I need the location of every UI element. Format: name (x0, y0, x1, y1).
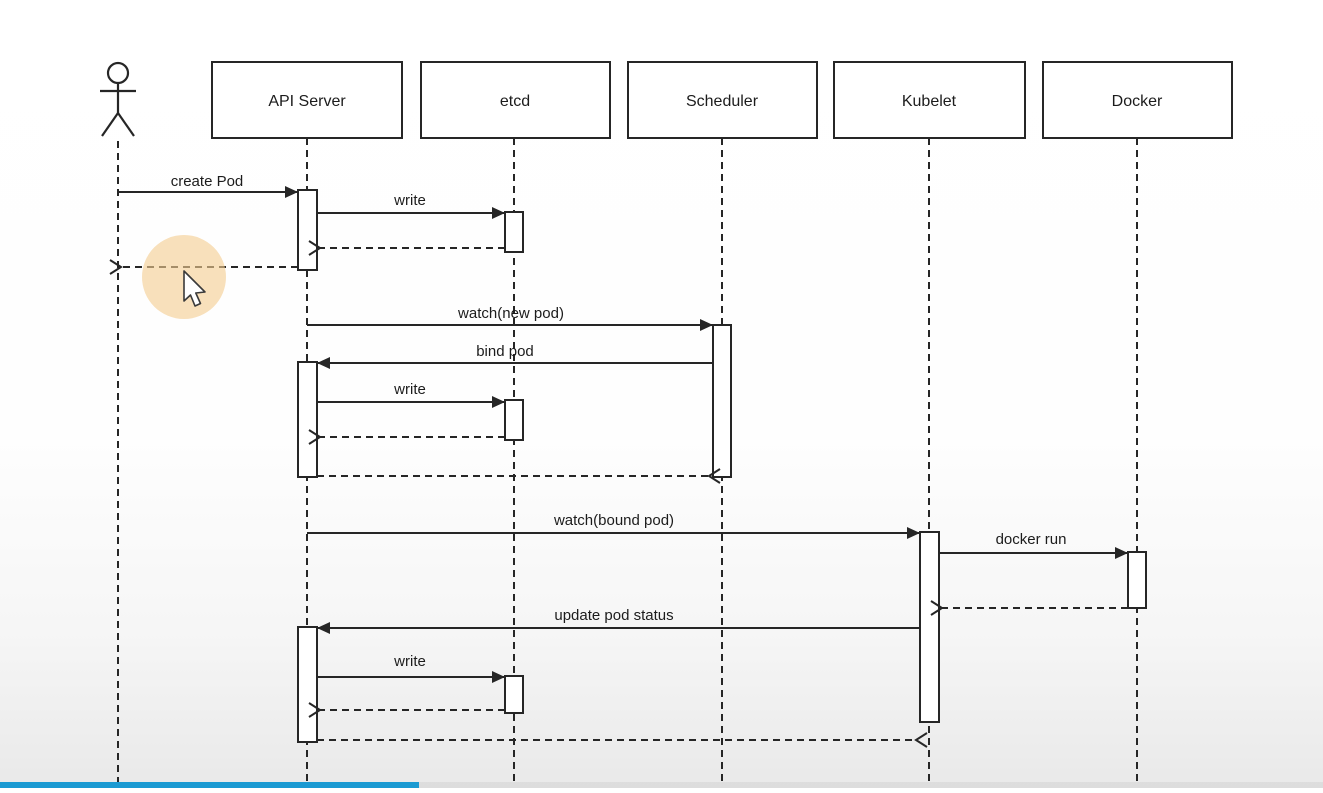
participant-kubelet: Kubelet (833, 61, 1026, 139)
video-progress-bar[interactable] (0, 782, 419, 788)
messages (109, 186, 1128, 748)
activation-scheduler (712, 324, 732, 478)
participant-etcd: etcd (420, 61, 611, 139)
message-label-docker-run: docker run (996, 531, 1067, 548)
message-label-watch-bound-pod: watch(bound pod) (553, 512, 674, 529)
lifelines (117, 138, 1138, 782)
participant-api-server: API Server (211, 61, 403, 139)
participant-docker: Docker (1042, 61, 1233, 139)
activations (297, 189, 1147, 743)
participant-label-docker: Docker (1112, 93, 1163, 110)
message-label-bind-pod: bind pod (476, 343, 534, 360)
message-label-watch-new-pod: watch(new pod) (457, 305, 564, 322)
activation-etcd-3 (504, 675, 524, 714)
message-labels: create Pod write watch(new pod) bind pod… (171, 173, 1067, 670)
participant-label-etcd: etcd (500, 93, 530, 110)
mouse-cursor-icon (183, 270, 206, 307)
activation-docker (1127, 551, 1147, 609)
activation-api-server-2 (297, 361, 318, 478)
participant-label-scheduler: Scheduler (686, 93, 759, 110)
message-label-create-pod: create Pod (171, 173, 244, 190)
actor-icon (100, 61, 136, 137)
activation-api-server-3 (297, 626, 318, 743)
message-label-update-pod-status: update pod status (554, 607, 673, 624)
participant-label-kubelet: Kubelet (902, 93, 957, 110)
participant-label-api-server: API Server (268, 93, 346, 110)
activation-etcd-1 (504, 211, 524, 253)
participant-scheduler: Scheduler (627, 61, 818, 139)
message-label-write-2: write (393, 381, 426, 398)
activation-etcd-2 (504, 399, 524, 441)
message-label-write-1: write (393, 192, 426, 209)
participant-headers: API Server etcd Scheduler Kubelet Docker (211, 61, 1233, 139)
activation-kubelet (919, 531, 940, 723)
message-label-write-3: write (393, 653, 426, 670)
video-progress-track[interactable] (0, 782, 1323, 788)
activation-api-server-1 (297, 189, 318, 271)
